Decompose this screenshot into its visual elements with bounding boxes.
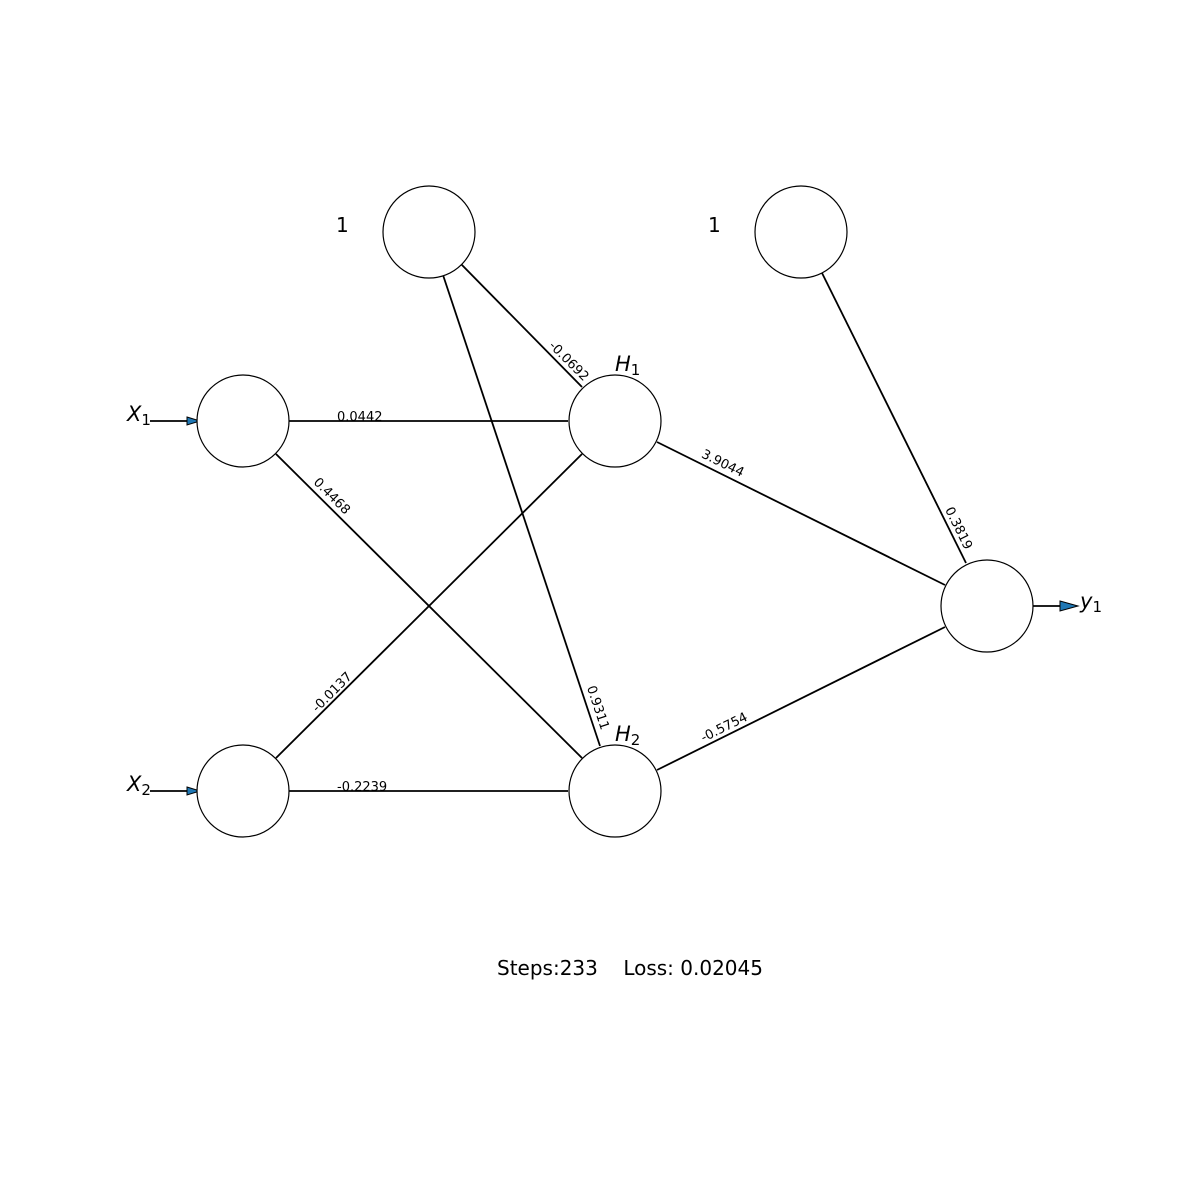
output-arrow-y1 xyxy=(1033,600,1080,612)
weight-bias1-h1: -0.0692 xyxy=(545,338,591,384)
loss-text: Loss: 0.02045 xyxy=(623,956,763,980)
edge-bias1-h2 xyxy=(442,274,601,747)
input-label-x2: X2 xyxy=(126,772,151,799)
input-label-x1: X1 xyxy=(126,402,151,429)
hidden-node-h2 xyxy=(568,744,662,838)
input-node-x1 xyxy=(196,374,290,468)
bias-node-1 xyxy=(382,185,476,279)
weight-x2-h2: -0.2239 xyxy=(337,780,387,795)
io-arrows xyxy=(150,416,1080,796)
steps-text: Steps:233 xyxy=(497,956,598,980)
input-arrow-x2 xyxy=(150,786,202,796)
hidden-node-h1 xyxy=(568,374,662,468)
nodes xyxy=(196,185,1034,838)
input-node-x2 xyxy=(196,744,290,838)
output-label-y1: y1 xyxy=(1079,589,1102,616)
input-arrow-x1 xyxy=(150,416,202,426)
edge-h1-y1 xyxy=(656,441,946,586)
edges xyxy=(275,263,967,792)
weight-x2-h1: -0.0137 xyxy=(309,669,355,715)
bias-label-1: 1 xyxy=(336,213,349,237)
weight-x1-h2: 0.4468 xyxy=(310,475,353,518)
bias-label-2: 1 xyxy=(708,213,721,237)
edge-bias2-y1 xyxy=(821,272,967,564)
hidden-label-h1: H1 xyxy=(615,352,640,379)
bias-node-2 xyxy=(754,185,848,279)
weight-x1-h1: 0.0442 xyxy=(337,410,383,425)
edge-h2-y1 xyxy=(656,626,946,771)
node-labels: 1 1 X1 X2 H1 H2 y1 xyxy=(126,213,1102,799)
output-node-y1 xyxy=(940,559,1034,653)
weight-bias2-y1: 0.3819 xyxy=(941,505,975,552)
weight-h1-y1: 3.9044 xyxy=(699,447,746,481)
edge-x2-h1 xyxy=(275,453,583,759)
training-status: Steps:233 Loss: 0.02045 xyxy=(0,956,1200,980)
edge-bias1-h1 xyxy=(460,263,583,388)
hidden-label-h2: H2 xyxy=(615,722,640,749)
